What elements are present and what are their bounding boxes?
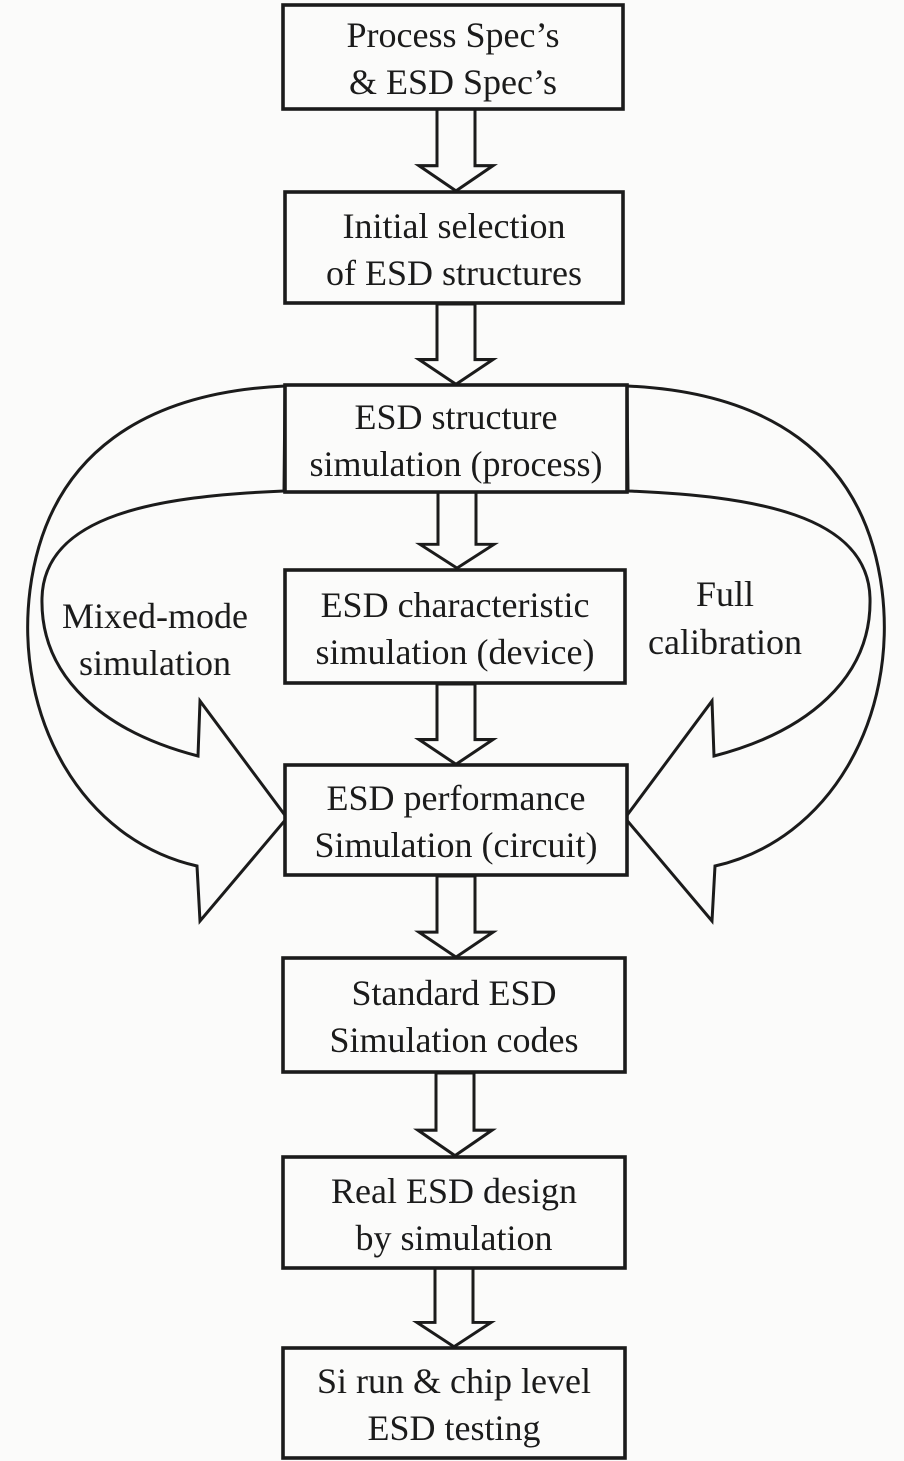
down-arrow-1 (417, 107, 495, 193)
down-arrow-5 (417, 874, 495, 959)
loop-labels: Mixed-mode simulation Full calibration (62, 574, 802, 683)
flow-box-label-line2: by simulation (356, 1218, 553, 1258)
flow-box-initial-selection: Initial selection of ESD structures (283, 190, 625, 305)
flow-box-label-line2: Simulation codes (330, 1020, 579, 1060)
flow-box-rect (281, 3, 625, 111)
flow-box-label-line2: simulation (process) (310, 444, 603, 484)
flow-box-label-line1: Real ESD design (331, 1171, 577, 1211)
flow-box-real-design: Real ESD design by simulation (281, 1155, 627, 1270)
flow-box-label-line1: Standard ESD (352, 973, 557, 1013)
flow-box-process-specs: Process Spec’s & ESD Spec’s (281, 3, 625, 111)
flow-box-performance-simulation: ESD performance Simulation (circuit) (283, 763, 629, 877)
flow-box-standard-codes: Standard ESD Simulation codes (281, 956, 627, 1074)
flow-box-label-line2: simulation (device) (316, 632, 595, 672)
flow-box-rect (283, 383, 629, 494)
flow-box-label-line1: ESD characteristic (321, 585, 590, 625)
flow-box-rect (283, 568, 627, 685)
flow-box-rect (281, 1346, 627, 1460)
flow-box-label-line2: ESD testing (367, 1408, 540, 1448)
flow-box-label-line2: Simulation (circuit) (315, 825, 598, 865)
flow-box-rect (281, 956, 627, 1074)
flow-box-label-line1: Si run & chip level (317, 1361, 591, 1401)
flow-box-label-line1: ESD structure (355, 397, 558, 437)
down-arrow-4 (417, 682, 495, 766)
down-arrow-7 (415, 1266, 493, 1349)
mixed-mode-loop-arrow (26, 384, 289, 925)
down-arrow-6 (416, 1071, 494, 1158)
flow-box-si-run-testing: Si run & chip level ESD testing (281, 1346, 627, 1460)
down-arrow-3 (418, 489, 496, 570)
full-calibration-label-line2: calibration (648, 622, 802, 662)
flow-box-label-line2: of ESD structures (326, 253, 582, 293)
feedback-loops (26, 384, 886, 925)
down-arrow-2 (417, 302, 495, 386)
mixed-mode-label-line1: Mixed-mode (62, 596, 248, 636)
flow-box-rect (283, 763, 629, 877)
flow-box-characteristic-simulation: ESD characteristic simulation (device) (283, 568, 627, 685)
mixed-mode-label-line2: simulation (79, 643, 231, 683)
flow-box-label-line1: ESD performance (327, 778, 586, 818)
full-calibration-loop-arrow (623, 384, 886, 925)
flow-box-rect (283, 190, 625, 305)
full-calibration-label-line1: Full (696, 574, 754, 614)
flow-box-structure-simulation: ESD structure simulation (process) (283, 383, 629, 494)
flow-box-rect (281, 1155, 627, 1270)
flow-box-label-line1: Initial selection (343, 206, 566, 246)
flow-box-label-line2: & ESD Spec’s (349, 62, 557, 102)
flow-box-label-line1: Process Spec’s (347, 15, 560, 55)
